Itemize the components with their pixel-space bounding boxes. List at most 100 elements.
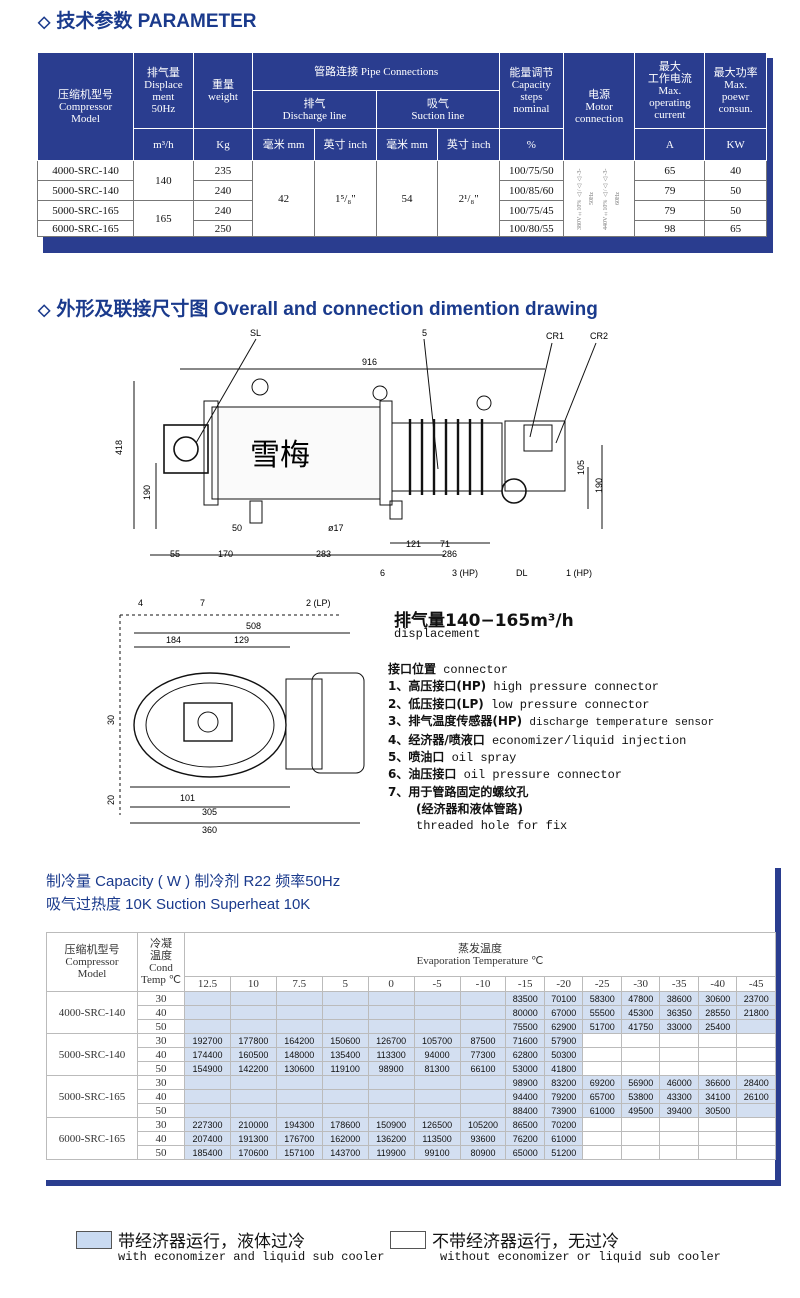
capacity-cell: 87500 xyxy=(459,1033,507,1048)
cur-zh2: 工作电流 xyxy=(647,72,692,85)
dim-184: 184 xyxy=(166,635,181,645)
capacity-cell xyxy=(184,1075,231,1090)
legend-noeco-swatch xyxy=(390,1231,426,1249)
capacity-cell: 94000 xyxy=(413,1047,461,1062)
dim-129: 129 xyxy=(234,635,249,645)
row-power: 65 xyxy=(704,220,767,237)
capacity-cell: 55500 xyxy=(582,1005,622,1020)
capacity-cell: 105700 xyxy=(413,1033,461,1048)
capacity-cell: 43300 xyxy=(659,1089,699,1104)
capacity-cell: 177800 xyxy=(229,1033,277,1048)
row-steps: 100/85/60 xyxy=(499,180,564,201)
capacity-cell xyxy=(620,1047,661,1062)
capacity-cell xyxy=(459,1103,507,1118)
cond-en1: Cond xyxy=(149,962,173,974)
dim-phi17: ø17 xyxy=(328,523,344,533)
dim-190b: 190 xyxy=(594,478,604,493)
capacity-cell: 88400 xyxy=(505,1103,545,1118)
capacity-cell: 119900 xyxy=(367,1145,415,1160)
capacity-cell: 174400 xyxy=(184,1047,231,1062)
list-item: 5、喷油口 oil spray xyxy=(388,749,714,766)
label-7: 7 xyxy=(200,598,205,608)
capacity-cell xyxy=(367,991,415,1006)
capacity-cell: 185400 xyxy=(184,1145,231,1160)
connector-title-en: connector xyxy=(443,663,509,677)
cond-temp-cell: 30 xyxy=(137,1075,185,1090)
legend-noeco-en: without economizer or liquid sub cooler xyxy=(440,1250,721,1264)
cond-temp-cell: 40 xyxy=(137,1089,185,1104)
evap-temp-header: -15 xyxy=(505,976,545,992)
row-current: 98 xyxy=(634,220,706,237)
capacity-cell xyxy=(659,1047,699,1062)
capacity-cell xyxy=(697,1047,738,1062)
capacity-cell xyxy=(620,1033,661,1048)
evap-temp-header: 12.5 xyxy=(184,976,231,992)
capacity-cell xyxy=(582,1047,622,1062)
capacity-cell: 62800 xyxy=(505,1047,545,1062)
capacity-cell: 150900 xyxy=(367,1117,415,1132)
discharge-inch: 1⁵/₈" xyxy=(314,160,377,237)
capacity-cell xyxy=(275,1075,323,1090)
capacity-cell xyxy=(413,1075,461,1090)
weight-zh: 重量 xyxy=(212,78,234,91)
pow-en2: poewr xyxy=(721,90,750,103)
capacity-cell xyxy=(697,1145,738,1160)
capacity-cell: 154900 xyxy=(184,1061,231,1076)
motor-text-60: 440V±10% △/△△-3-60Hz xyxy=(603,167,622,230)
suction-mm: 54 xyxy=(375,160,439,237)
capacity-cell xyxy=(321,1075,369,1090)
capacity-cell: 160500 xyxy=(229,1047,277,1062)
mm2: 毫米 mm xyxy=(375,128,439,161)
list-item: 7、用于管路固定的螺纹孔 xyxy=(388,784,714,801)
capacity-unit: % xyxy=(499,128,564,161)
label-3hp: 3 (HP) xyxy=(452,568,478,578)
connector7-line3: threaded hole for fix xyxy=(416,818,568,833)
capacity-cell: 176700 xyxy=(275,1131,323,1146)
capacity-cell xyxy=(659,1131,699,1146)
capacity-cell xyxy=(736,1033,776,1048)
cond-temp-cell: 50 xyxy=(137,1103,185,1118)
capacity-cell: 142200 xyxy=(229,1061,277,1076)
capacity-cell xyxy=(459,1019,507,1034)
row-current: 65 xyxy=(634,160,706,181)
connector-title-row: 接口位置 connector xyxy=(388,661,714,678)
row-weight: 235 xyxy=(192,160,254,181)
connector-en: low pressure connector xyxy=(490,697,650,712)
capacity-cell xyxy=(413,1103,461,1118)
drawing-title: ◇外形及联接尺寸图 Overall and connection dimenti… xyxy=(38,294,598,321)
brand-logo: 雪梅 xyxy=(250,438,310,473)
capacity-cell xyxy=(582,1131,622,1146)
cap-en3: nominal xyxy=(513,102,550,115)
capacity-cell: 207400 xyxy=(184,1131,231,1146)
capacity-cell xyxy=(620,1131,661,1146)
capacity-cell: 61000 xyxy=(582,1103,622,1118)
capacity-cell: 99100 xyxy=(413,1145,461,1160)
label-cr2: CR2 xyxy=(590,331,608,341)
capacity-cell: 71600 xyxy=(505,1033,545,1048)
capacity-header: 能量调节 Capacity steps nominal xyxy=(499,52,564,129)
cap-model-zh: 压缩机型号 xyxy=(64,944,120,956)
capacity-cell xyxy=(229,1075,277,1090)
cond-temp-cell: 40 xyxy=(137,1047,185,1062)
model-header-en1: Compressor xyxy=(58,100,113,113)
dim-190a: 190 xyxy=(142,485,152,500)
capacity-cell: 170600 xyxy=(229,1145,277,1160)
capacity-cell: 39400 xyxy=(659,1103,699,1118)
row-weight: 250 xyxy=(192,220,254,237)
dim-20: 20 xyxy=(106,795,116,805)
capacity-cell xyxy=(736,1117,776,1132)
capacity-cell: 26100 xyxy=(736,1089,776,1104)
displacement-note: 排气量140−165m³/h xyxy=(394,611,574,631)
capacity-cell: 113500 xyxy=(413,1131,461,1146)
capacity-cell xyxy=(736,1145,776,1160)
capacity-cell: 66100 xyxy=(459,1061,507,1076)
capacity-cell xyxy=(697,1033,738,1048)
weight-en: weight xyxy=(208,90,238,103)
current-header: 最大 工作电流 Max. operating current xyxy=(634,52,706,129)
